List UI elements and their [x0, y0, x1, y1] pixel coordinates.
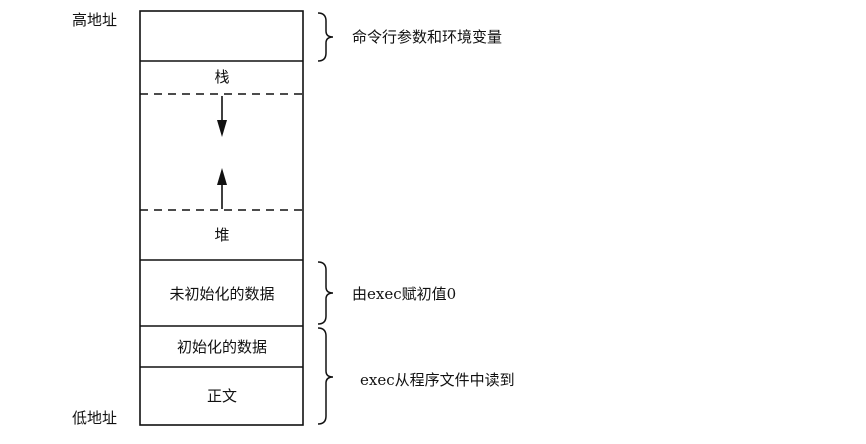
heap-label: 堆: [214, 226, 229, 244]
args-env-brace-icon: [317, 12, 334, 62]
data-label: 初始化的数据: [177, 338, 267, 356]
args-env-annotation: 命令行参数和环境变量: [352, 28, 502, 46]
text-label: 正文: [207, 387, 237, 405]
heap-up-arrow-icon: [217, 168, 227, 185]
bss-annotation: 由exec赋初值0: [352, 285, 456, 303]
high-address-label: 高地址: [72, 11, 117, 29]
bss-label: 未初始化的数据: [169, 285, 274, 303]
memory-column: [139, 10, 304, 426]
data-text-annotation: exec从程序文件中读到: [360, 371, 515, 389]
bss-brace-icon: [317, 261, 334, 325]
low-address-label: 低地址: [72, 409, 117, 427]
stack-label: 栈: [214, 68, 229, 86]
data-text-brace-icon: [317, 327, 334, 425]
stack-down-arrow-icon: [217, 120, 227, 137]
